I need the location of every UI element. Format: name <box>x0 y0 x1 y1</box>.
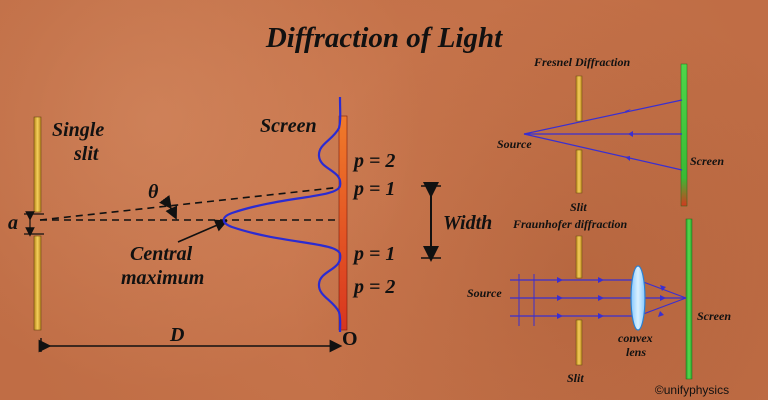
page-title: Diffraction of Light <box>265 22 503 54</box>
screen-bar <box>338 115 348 331</box>
fraunhofer-slit-label: Slit <box>567 371 584 385</box>
fraunhofer-source-label: Source <box>467 286 502 300</box>
central-max-label-line1: Central <box>130 243 193 265</box>
fraunhofer-slit-top <box>575 235 583 279</box>
central-max-pointer <box>177 219 228 243</box>
fresnel-screen-label: Screen <box>690 154 724 168</box>
central-max-label-line2: maximum <box>121 267 204 289</box>
slit-label-line1: Single <box>52 119 104 141</box>
fraunhofer-slit-bottom <box>575 319 583 366</box>
slit-bar-top <box>33 116 42 213</box>
fresnel-slit-top <box>575 75 583 122</box>
fresnel-ray-arrows <box>625 109 633 161</box>
fraunhofer-screen-label: Screen <box>697 309 731 323</box>
lens-label-line2: lens <box>626 345 646 359</box>
lens-label-line1: convex <box>618 331 653 345</box>
convex-lens <box>630 265 646 331</box>
fh-arrow-2 <box>557 295 563 301</box>
fresnel-arrow-2 <box>628 131 633 137</box>
order-label-top-1: p = 1 <box>352 178 395 200</box>
fraunhofer-rays <box>510 279 687 317</box>
fh-arrow-7 <box>660 285 666 291</box>
fresnel-ray-upper <box>523 99 683 135</box>
order-label-top-2: p = 2 <box>352 150 395 172</box>
angle-label: θ <box>148 181 159 203</box>
fh-arrow-4 <box>598 277 604 283</box>
order-label-bottom-2: p = 2 <box>352 276 395 298</box>
slit-label-line2: slit <box>73 143 100 165</box>
distance-label: D <box>169 324 184 346</box>
fresnel-arrow-3 <box>625 156 630 161</box>
fresnel-title: Fresnel Diffraction <box>533 55 630 69</box>
fresnel-source-label: Source <box>497 137 532 151</box>
fresnel-ray-lower <box>523 133 683 171</box>
angle-arc <box>159 195 178 220</box>
fresnel-slit-bottom <box>575 149 583 194</box>
fresnel-arrow-1 <box>625 109 631 113</box>
order-label-bottom-1: p = 1 <box>352 243 395 265</box>
fraunhofer-screen <box>685 218 693 380</box>
fresnel-slit-label: Slit <box>570 200 587 214</box>
screen-label: Screen <box>260 115 317 137</box>
fresnel-screen <box>680 63 688 207</box>
origin-label: O <box>342 328 358 350</box>
fh-arrow-9 <box>658 311 664 317</box>
fresnel-rays <box>523 99 683 171</box>
credit-text: ©unifyphysics <box>655 383 729 397</box>
intensity-curve <box>222 96 342 333</box>
fraunhofer-title: Fraunhofer diffraction <box>512 217 627 231</box>
fh-arrow-5 <box>598 295 604 301</box>
slit-width-label: a <box>8 212 18 234</box>
fraunhofer-wavefronts <box>518 274 535 326</box>
slit-bar-bottom <box>33 235 42 331</box>
angle-dashed-line <box>39 186 343 221</box>
fh-arrow-3 <box>557 313 563 319</box>
width-label: Width <box>443 212 492 234</box>
ray-3-converge <box>637 297 687 317</box>
fh-arrow-1 <box>557 277 563 283</box>
fraunhofer-ray-arrows <box>557 277 666 319</box>
fh-arrow-8 <box>660 295 666 301</box>
fh-arrow-6 <box>598 313 604 319</box>
